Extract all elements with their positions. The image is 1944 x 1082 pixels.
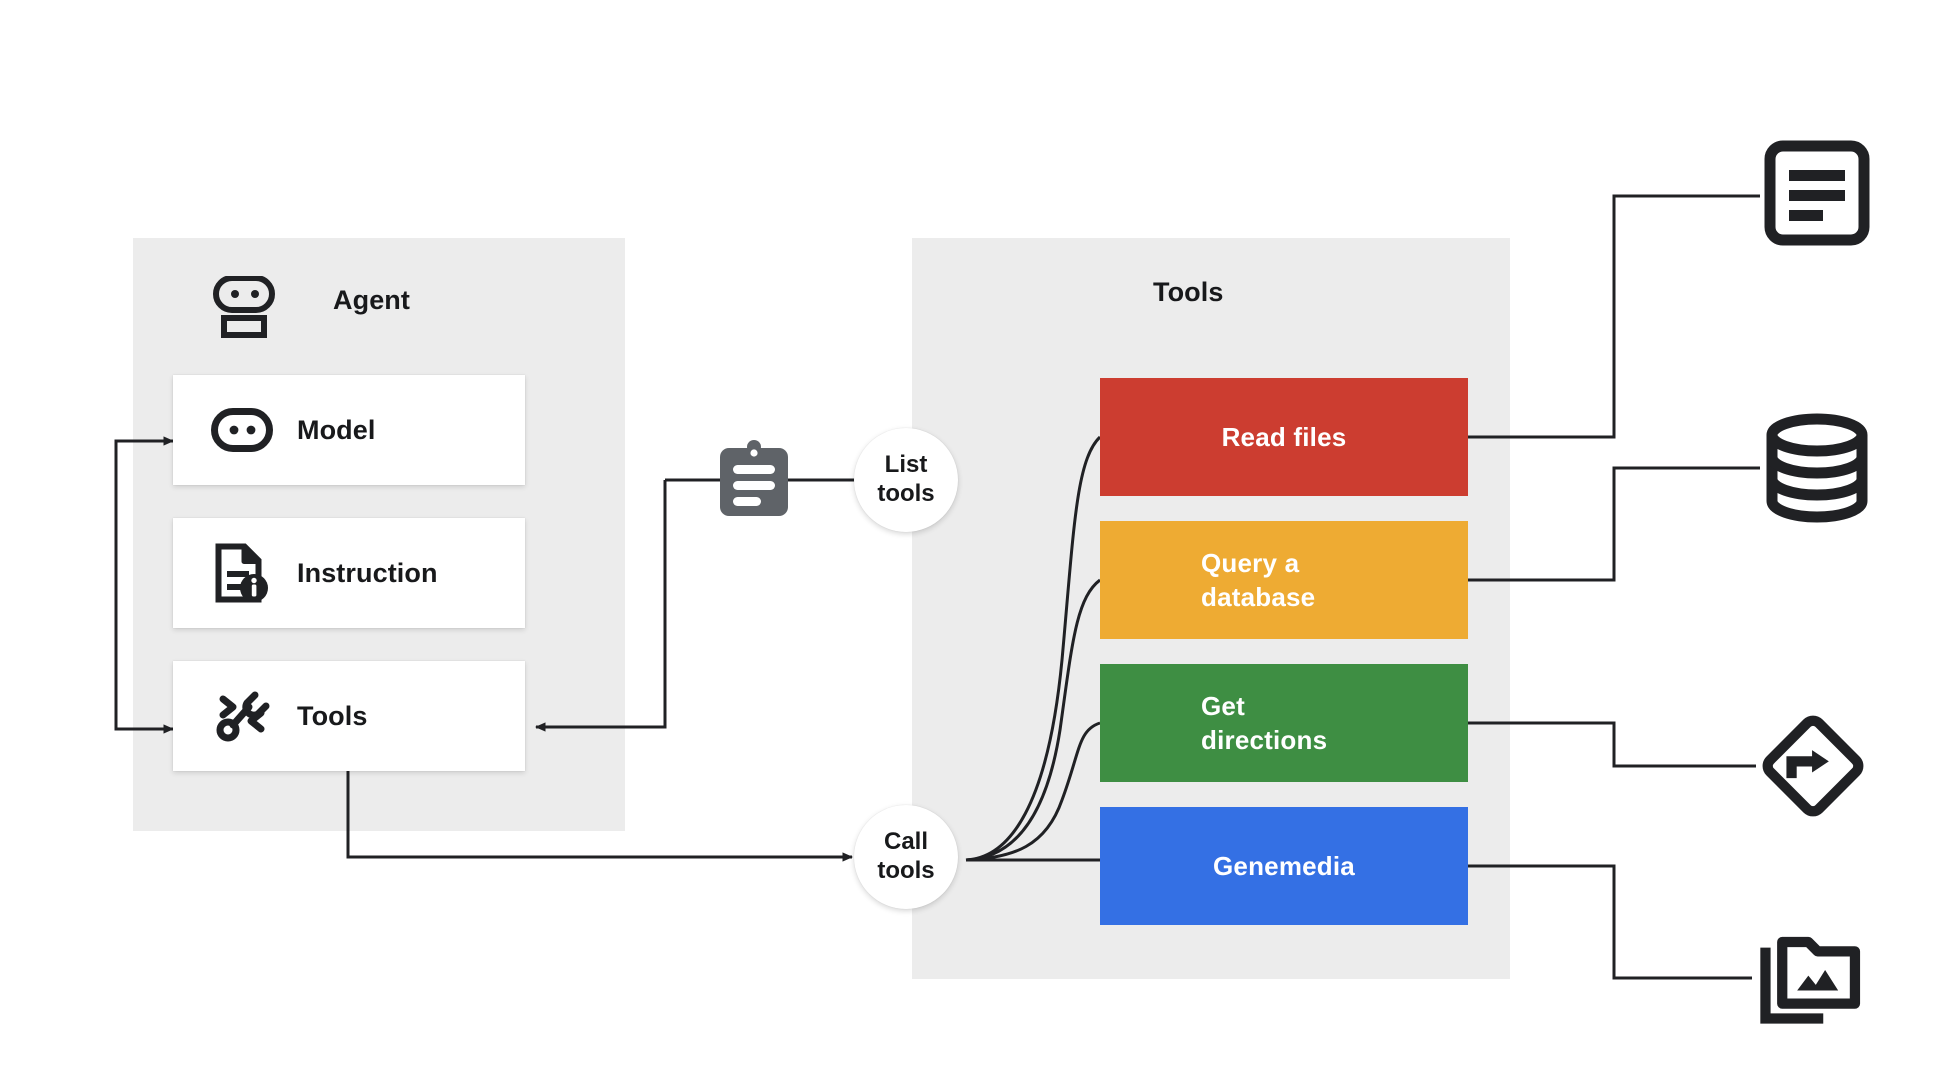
agent-card-model[interactable]: Model xyxy=(173,375,525,485)
tool-box-get-directions[interactable]: Get directions xyxy=(1100,664,1468,782)
edge-label-call-tools-text: Call tools xyxy=(877,828,935,884)
document-icon xyxy=(1764,140,1870,246)
tool-box-read-files-label: Read files xyxy=(1221,421,1347,452)
tools-wrench-icon xyxy=(211,685,273,747)
agent-card-instruction-label: Instruction xyxy=(297,557,438,588)
media-folder-icon xyxy=(1760,936,1861,1024)
agent-card-tools-label: Tools xyxy=(297,700,368,731)
wire-get-dirs-to-directions xyxy=(1468,721,1756,768)
tool-box-query-database[interactable]: Query a database xyxy=(1100,521,1468,639)
model-robot-face-icon xyxy=(211,399,273,461)
tool-box-genemedia-label: Genemedia xyxy=(1213,850,1355,881)
clipboard-list-icon xyxy=(720,440,788,516)
tool-box-get-directions-label: Get directions xyxy=(1201,690,1328,755)
edge-label-list-tools[interactable]: List tools xyxy=(854,428,958,532)
agent-card-tools[interactable]: Tools xyxy=(173,661,525,771)
tool-box-read-files[interactable]: Read files xyxy=(1100,378,1468,496)
database-icon xyxy=(1766,413,1868,523)
edge-label-list-tools-text: List tools xyxy=(877,451,935,507)
wire-query-db-to-database xyxy=(1468,466,1760,582)
tool-box-genemedia[interactable]: Genemedia xyxy=(1100,807,1468,925)
agent-panel-title: Agent xyxy=(333,285,410,315)
edge-label-call-tools[interactable]: Call tools xyxy=(854,805,958,909)
document-info-icon xyxy=(211,542,273,604)
wire-read-files-to-document xyxy=(1468,194,1760,439)
tool-box-query-database-label: Query a database xyxy=(1201,547,1316,612)
directions-icon xyxy=(1762,715,1864,817)
agent-card-instruction[interactable]: Instruction xyxy=(173,518,525,628)
robot-icon xyxy=(213,276,275,338)
wire-genemedia-to-media xyxy=(1468,864,1752,980)
agent-card-model-label: Model xyxy=(297,414,376,445)
tools-panel-title: Tools xyxy=(1153,277,1224,307)
